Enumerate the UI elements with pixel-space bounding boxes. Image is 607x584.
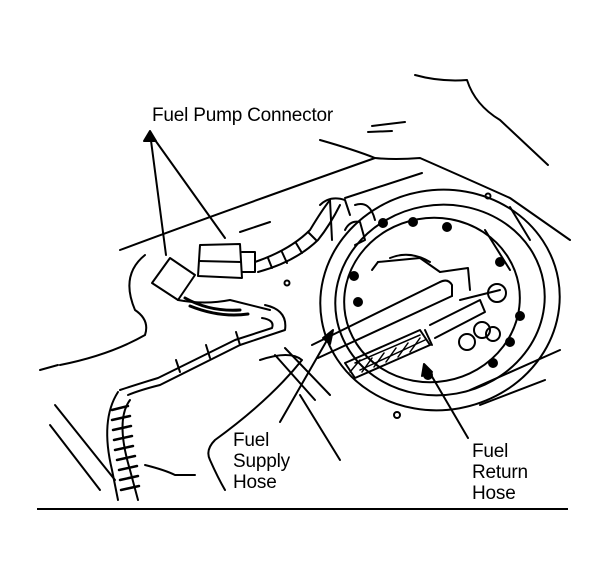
fuel-supply-hose-label-line: Hose (233, 472, 277, 493)
return-hose-leader (421, 363, 469, 439)
connector-leader-lines (143, 130, 226, 256)
fuel-return-hose-label-line: Hose (472, 483, 516, 504)
fuel-supply-hose-label-line: Supply (233, 451, 290, 472)
fuel-pump-module (283, 188, 561, 419)
fuel-return-hose-label-line: Fuel (472, 441, 509, 462)
wiring-harness (254, 197, 351, 273)
fuel-supply-hose-label-line: Fuel (233, 430, 270, 451)
fuel-pump-connector-label: Fuel Pump Connector (152, 105, 334, 126)
fuel-pump-connector (151, 243, 271, 317)
harness-loom (106, 304, 287, 501)
floor-pan-outline (39, 74, 571, 371)
bottom-divider-rule (37, 508, 568, 510)
fuel-supply-hose-label: Fuel Supply Hose (233, 430, 290, 493)
fuel-return-hose-label: Fuel Return Hose (472, 441, 528, 504)
supply-hose-leader (279, 329, 334, 423)
floor-lines-lower (49, 347, 341, 491)
fuel-lines (311, 203, 507, 379)
fuel-return-hose-label-line: Return (472, 462, 528, 483)
